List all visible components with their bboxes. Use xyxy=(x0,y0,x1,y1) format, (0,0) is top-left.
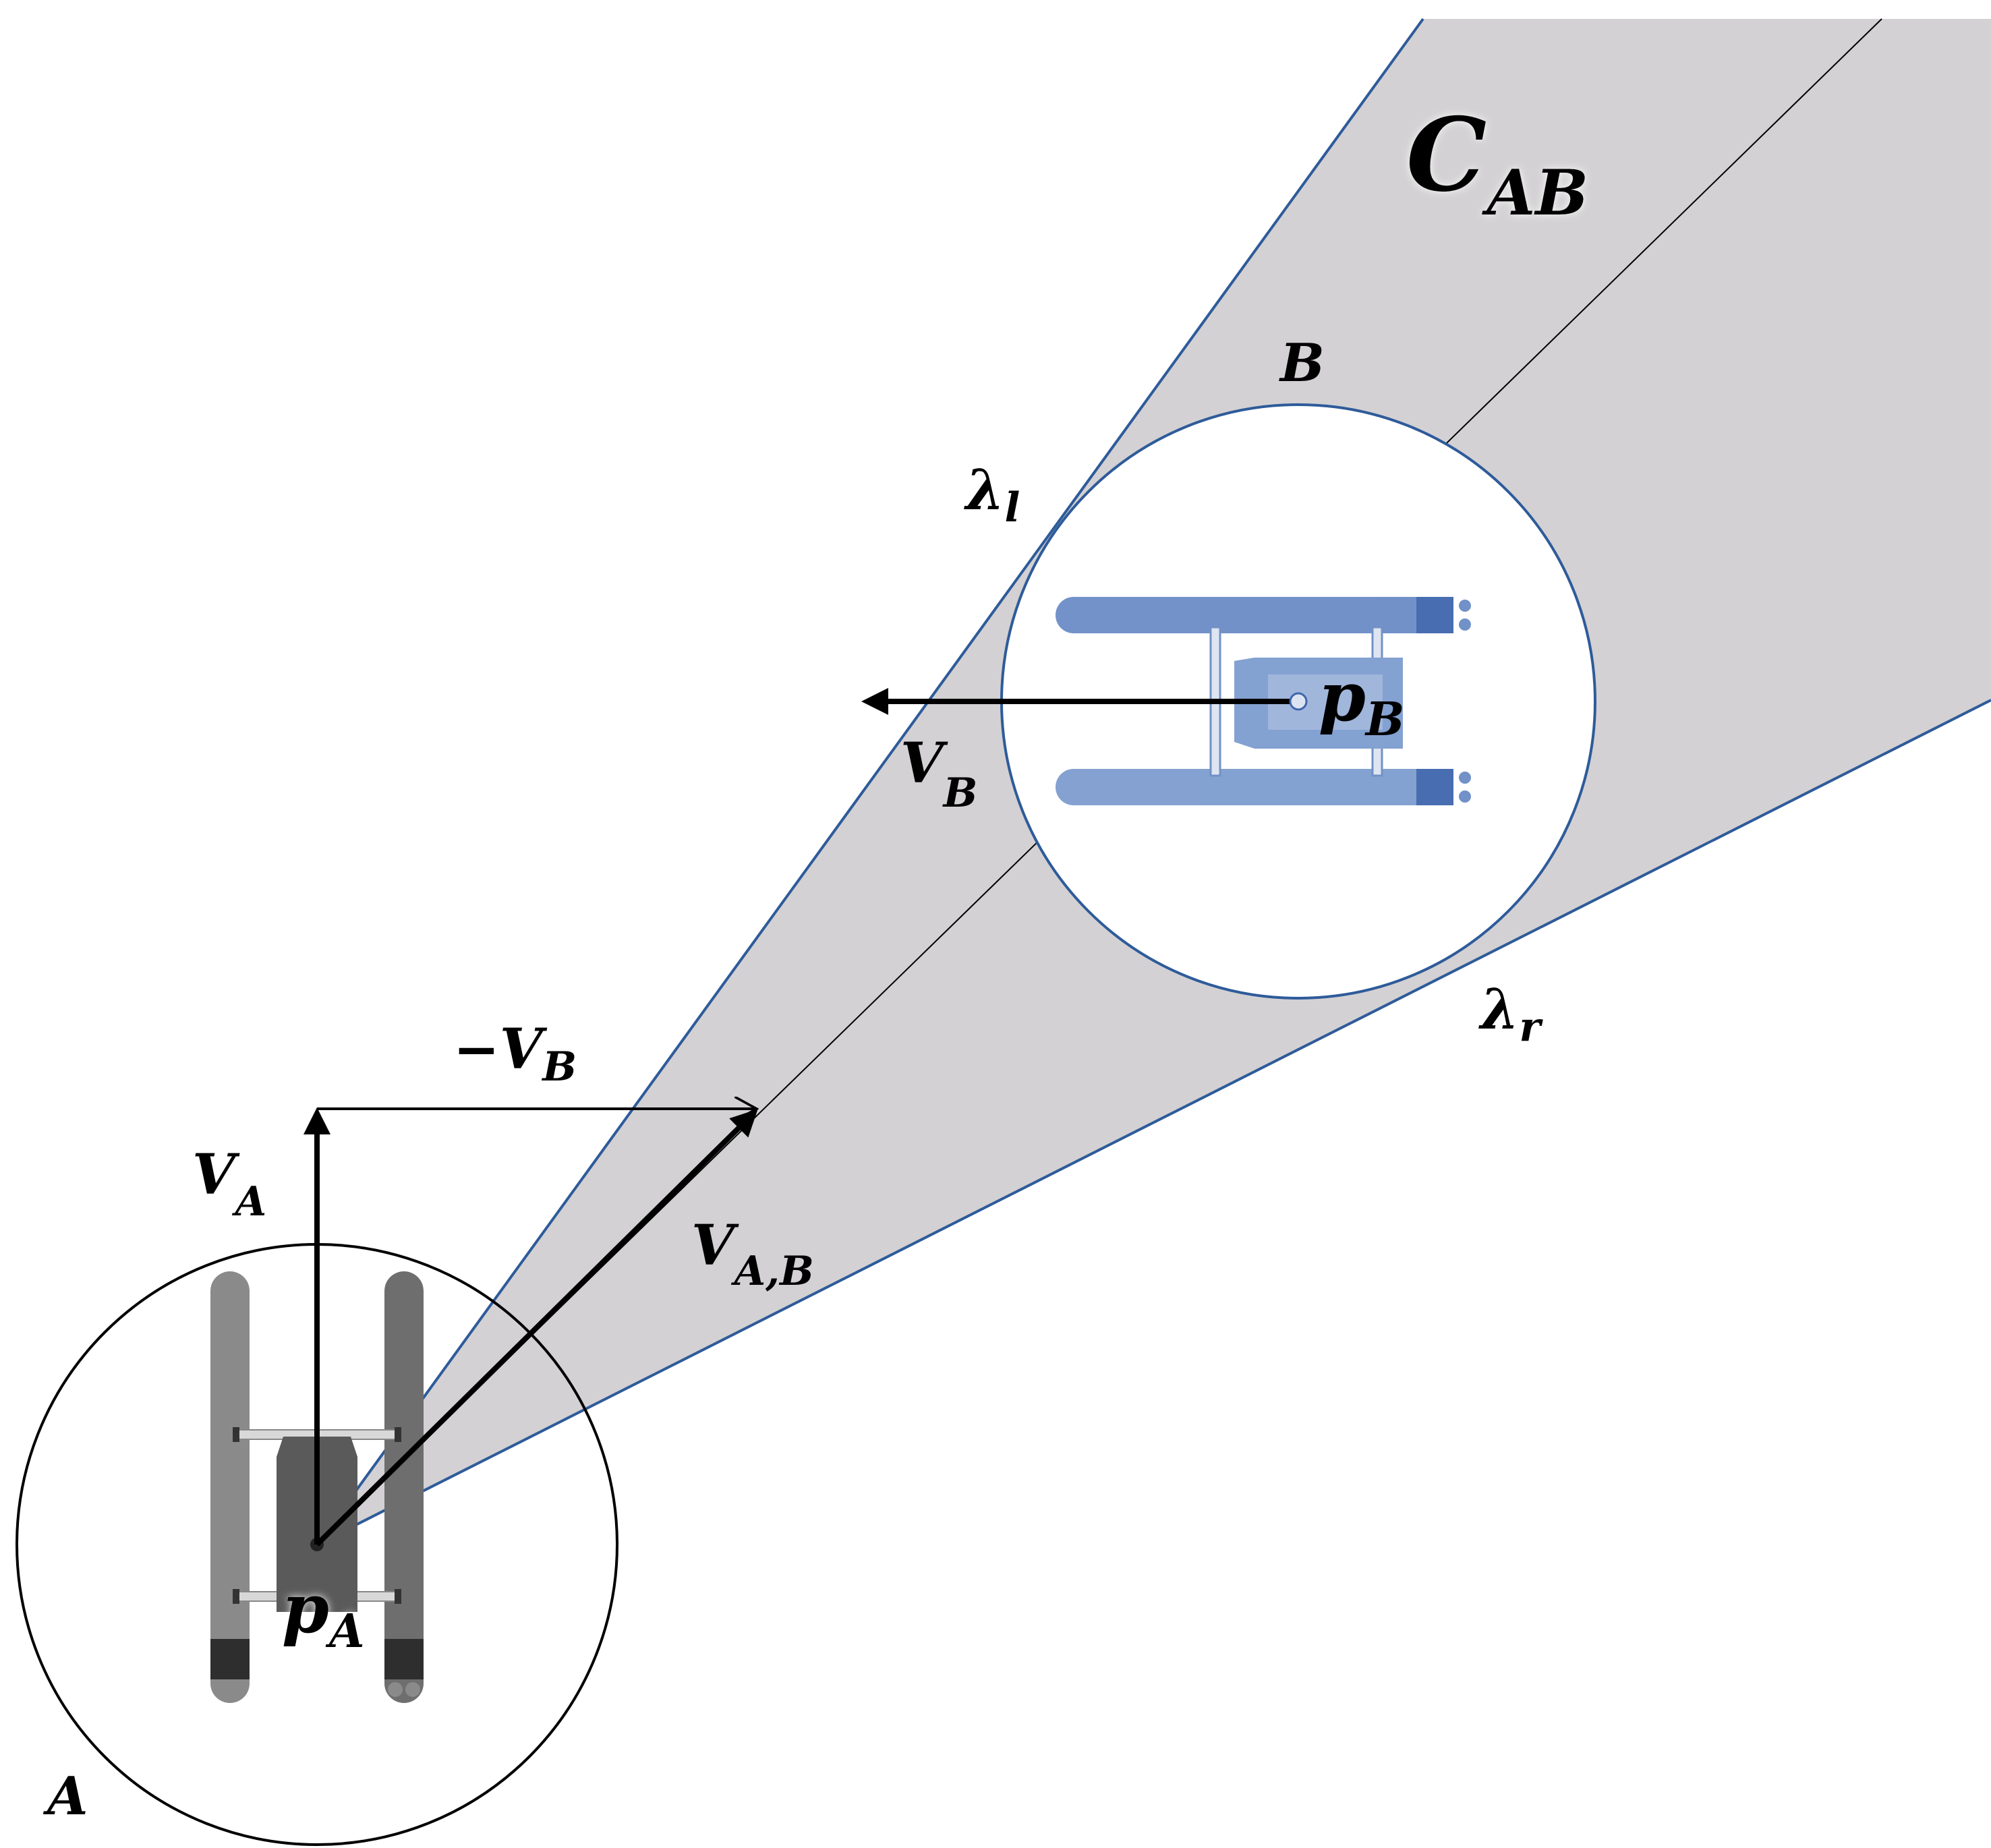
robot-b-icon xyxy=(1056,597,1471,805)
robot-a-icon xyxy=(210,1271,424,1703)
robot-a-label: A xyxy=(42,1766,88,1827)
lambda-r-label: λr xyxy=(1478,977,1544,1051)
p-b-label: pB xyxy=(1319,657,1404,747)
lambda-l-label: λl xyxy=(964,458,1020,531)
p-a-label: pA xyxy=(282,1569,365,1658)
neg-v-b-label: −VB xyxy=(453,1017,577,1091)
v-a-label: VA xyxy=(192,1143,266,1225)
p-b-marker xyxy=(1289,692,1308,711)
v-ab-label: VA,B xyxy=(691,1213,814,1295)
robot-b-label: B xyxy=(1279,333,1325,394)
v-b-label: VB xyxy=(900,731,977,817)
cone-label: CAB xyxy=(1406,96,1588,229)
v-ab-arrow xyxy=(315,1109,758,1547)
cone-edge-right xyxy=(316,699,1991,1546)
cone-edge-left xyxy=(316,18,1424,1546)
